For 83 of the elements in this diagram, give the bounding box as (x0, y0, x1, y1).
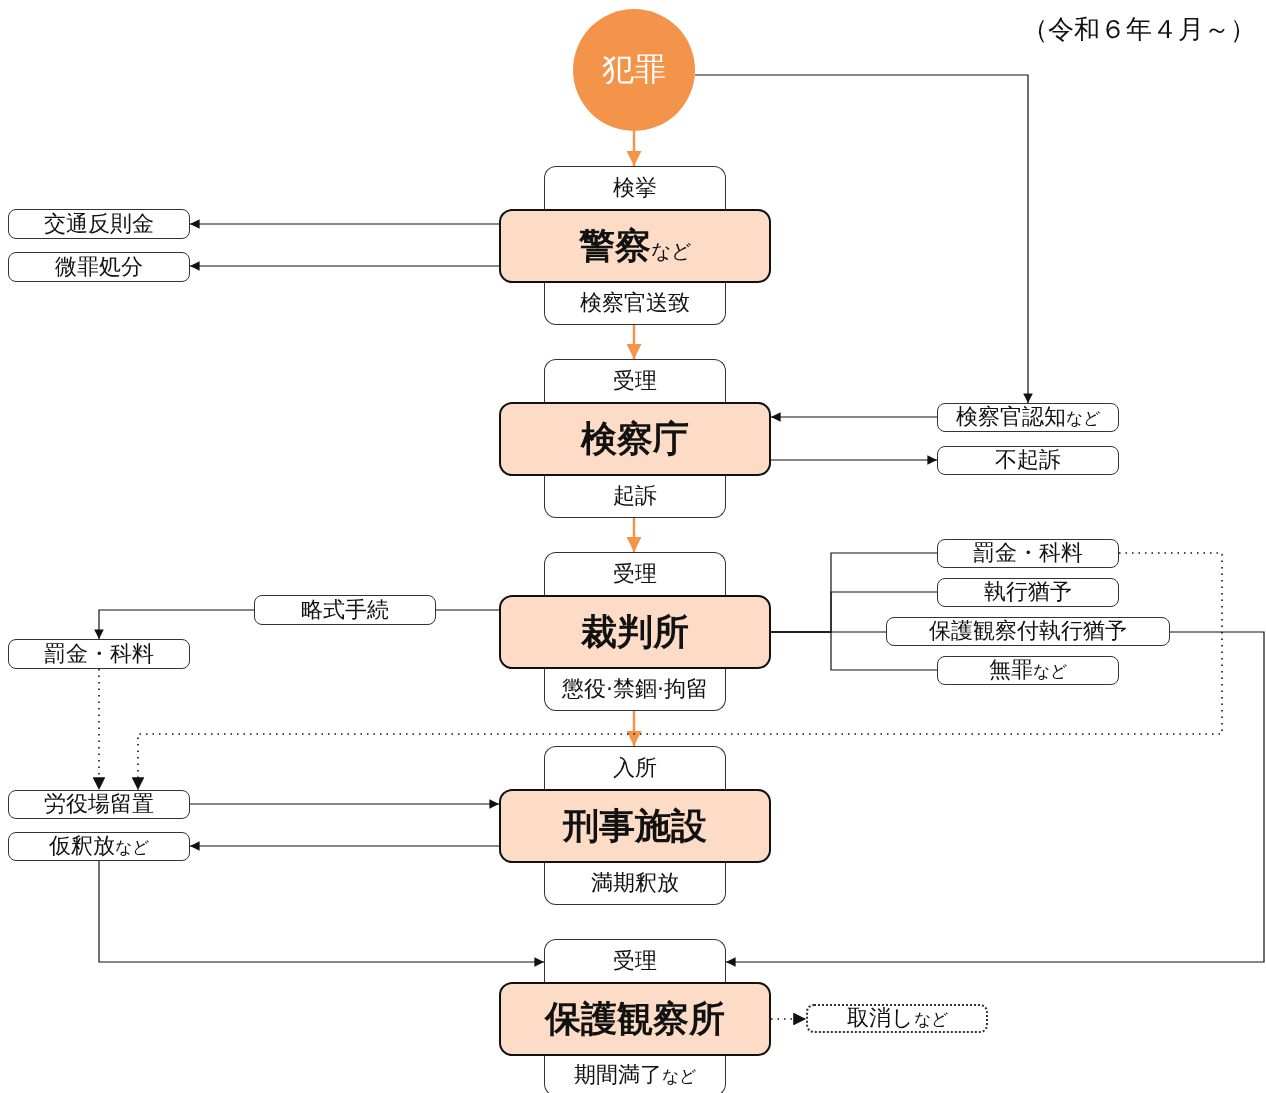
agency-name: 保護観察所 (545, 999, 725, 1039)
circle-label: 犯罪 (602, 52, 666, 88)
connector-line (435, 609, 500, 611)
arrow (725, 631, 1265, 967)
tab-label: 入所 (613, 755, 657, 781)
arrow (694, 74, 1033, 404)
box-label: 微罪処分 (55, 254, 143, 280)
arrow (94, 609, 255, 640)
tab-label: 満期釈放 (591, 871, 679, 896)
arrow (189, 799, 500, 809)
suffix-text: など (913, 1010, 948, 1030)
suffix-text: など (651, 240, 691, 263)
agency-box (499, 402, 771, 476)
tab-label: 検挙 (613, 175, 657, 201)
box-label: 交通反則金 (44, 211, 154, 237)
agency-box (499, 595, 771, 669)
box-label: 仮釈放 (49, 834, 115, 859)
agency-name: 警察 (579, 226, 651, 266)
tab-label: 受理 (613, 948, 657, 974)
date-note: （令和６年４月～） (1022, 13, 1256, 46)
box-label: 略式手続 (301, 597, 389, 623)
outcome-tab (544, 863, 726, 905)
outcome-tab (544, 283, 726, 325)
intake-tab (544, 359, 726, 402)
tab-label: 受理 (613, 368, 657, 394)
outcome-box (254, 595, 436, 625)
suffix-text: など (115, 838, 149, 858)
box-label: 労役場留置 (44, 792, 154, 817)
arrow (626, 131, 642, 166)
agency-name: 裁判所 (581, 612, 689, 652)
outcome-box (806, 1004, 988, 1033)
arrow (626, 711, 642, 746)
outcome-tab (544, 476, 726, 518)
tab-label: 検察官送致 (580, 291, 690, 316)
tab-label: 懲役·禁錮·拘留 (562, 677, 708, 702)
intake-tab (544, 939, 726, 982)
arrow (131, 552, 1223, 791)
outcome-box (937, 446, 1119, 475)
outcome-box (8, 639, 190, 669)
outcome-box (937, 539, 1119, 568)
agency-box (499, 209, 771, 283)
intake-tab (544, 166, 726, 209)
arrow (626, 518, 642, 552)
agency-name: 刑事施設 (563, 806, 707, 846)
box-label: 罰金・科料 (973, 541, 1083, 566)
arrow (770, 1012, 807, 1026)
tab-label: 期間満了 (574, 1063, 662, 1088)
agency-name: 検察庁 (581, 419, 689, 459)
outcome-box (937, 578, 1119, 607)
arrow (770, 455, 938, 465)
outcome-box (937, 403, 1119, 432)
outcome-box (8, 252, 190, 282)
outcome-tab (544, 1056, 726, 1093)
tab-label: 起訴 (613, 484, 657, 509)
box-label: 不起訴 (995, 448, 1061, 473)
outcome-box (886, 617, 1170, 646)
suffix-text: など (662, 1067, 696, 1087)
box-label: 検察官認知 (956, 405, 1066, 430)
box-label: 取消し (846, 1006, 914, 1031)
connector-line (770, 631, 938, 671)
outcome-box (8, 832, 190, 861)
arrow (189, 219, 500, 229)
arrow (189, 261, 500, 271)
intake-tab (544, 746, 726, 789)
arrow (189, 841, 500, 851)
arrow (98, 860, 545, 967)
outcome-box (8, 790, 190, 819)
box-label: 無罪 (989, 658, 1033, 683)
outcome-box (937, 656, 1119, 685)
arrow (626, 325, 642, 359)
intake-tab (544, 552, 726, 595)
box-label: 保護観察付執行猶予 (929, 619, 1127, 644)
arrow (770, 412, 938, 422)
outcome-tab (544, 669, 726, 711)
arrow (92, 668, 106, 791)
box-label: 罰金・科料 (44, 641, 154, 667)
agency-box (499, 789, 771, 863)
box-label: 執行猶予 (984, 580, 1072, 605)
outcome-box (8, 209, 190, 239)
tab-label: 受理 (613, 561, 657, 587)
suffix-text: など (1066, 409, 1100, 429)
suffix-text: など (1033, 662, 1067, 682)
agency-box (499, 982, 771, 1056)
